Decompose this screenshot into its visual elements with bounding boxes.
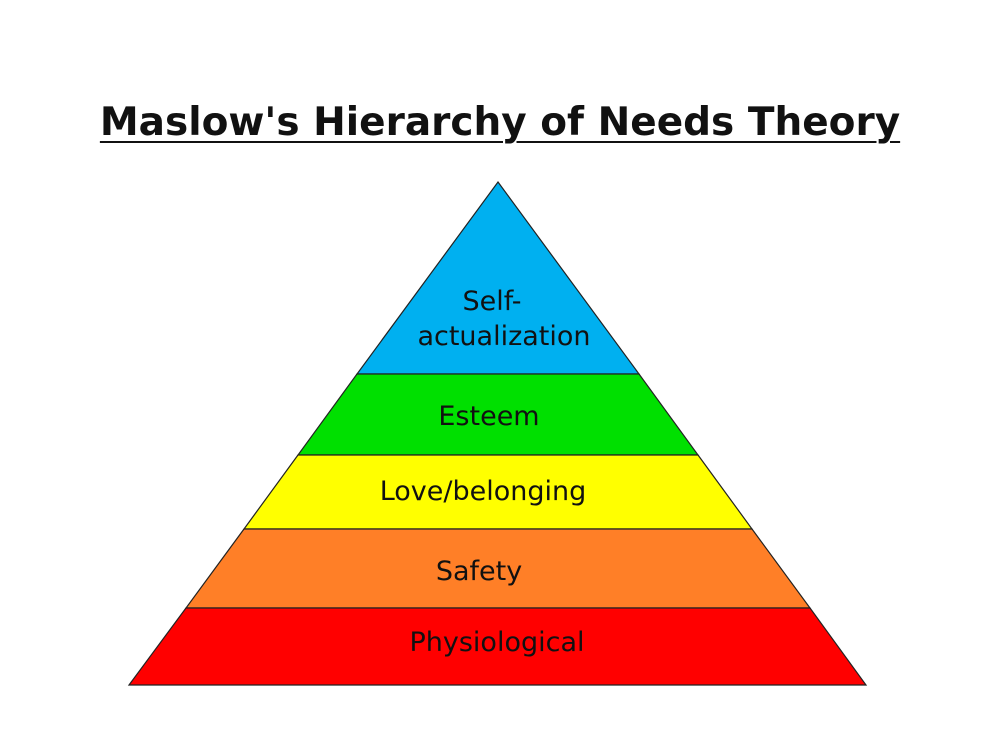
title-text: Maslow's Hierarchy of Needs Theory bbox=[99, 100, 901, 145]
label-esteem: Esteem bbox=[438, 401, 539, 432]
label-self-actualization-line2: actualization bbox=[417, 321, 590, 352]
label-safety: Safety bbox=[436, 556, 522, 587]
level-physiological bbox=[127, 607, 868, 686]
label-love-belonging: Love/belonging bbox=[380, 476, 587, 507]
label-self-actualization-line1: Self- bbox=[462, 286, 521, 317]
label-physiological: Physiological bbox=[409, 627, 584, 658]
diagram-title: Maslow's Hierarchy of Needs Theory bbox=[0, 100, 1000, 145]
